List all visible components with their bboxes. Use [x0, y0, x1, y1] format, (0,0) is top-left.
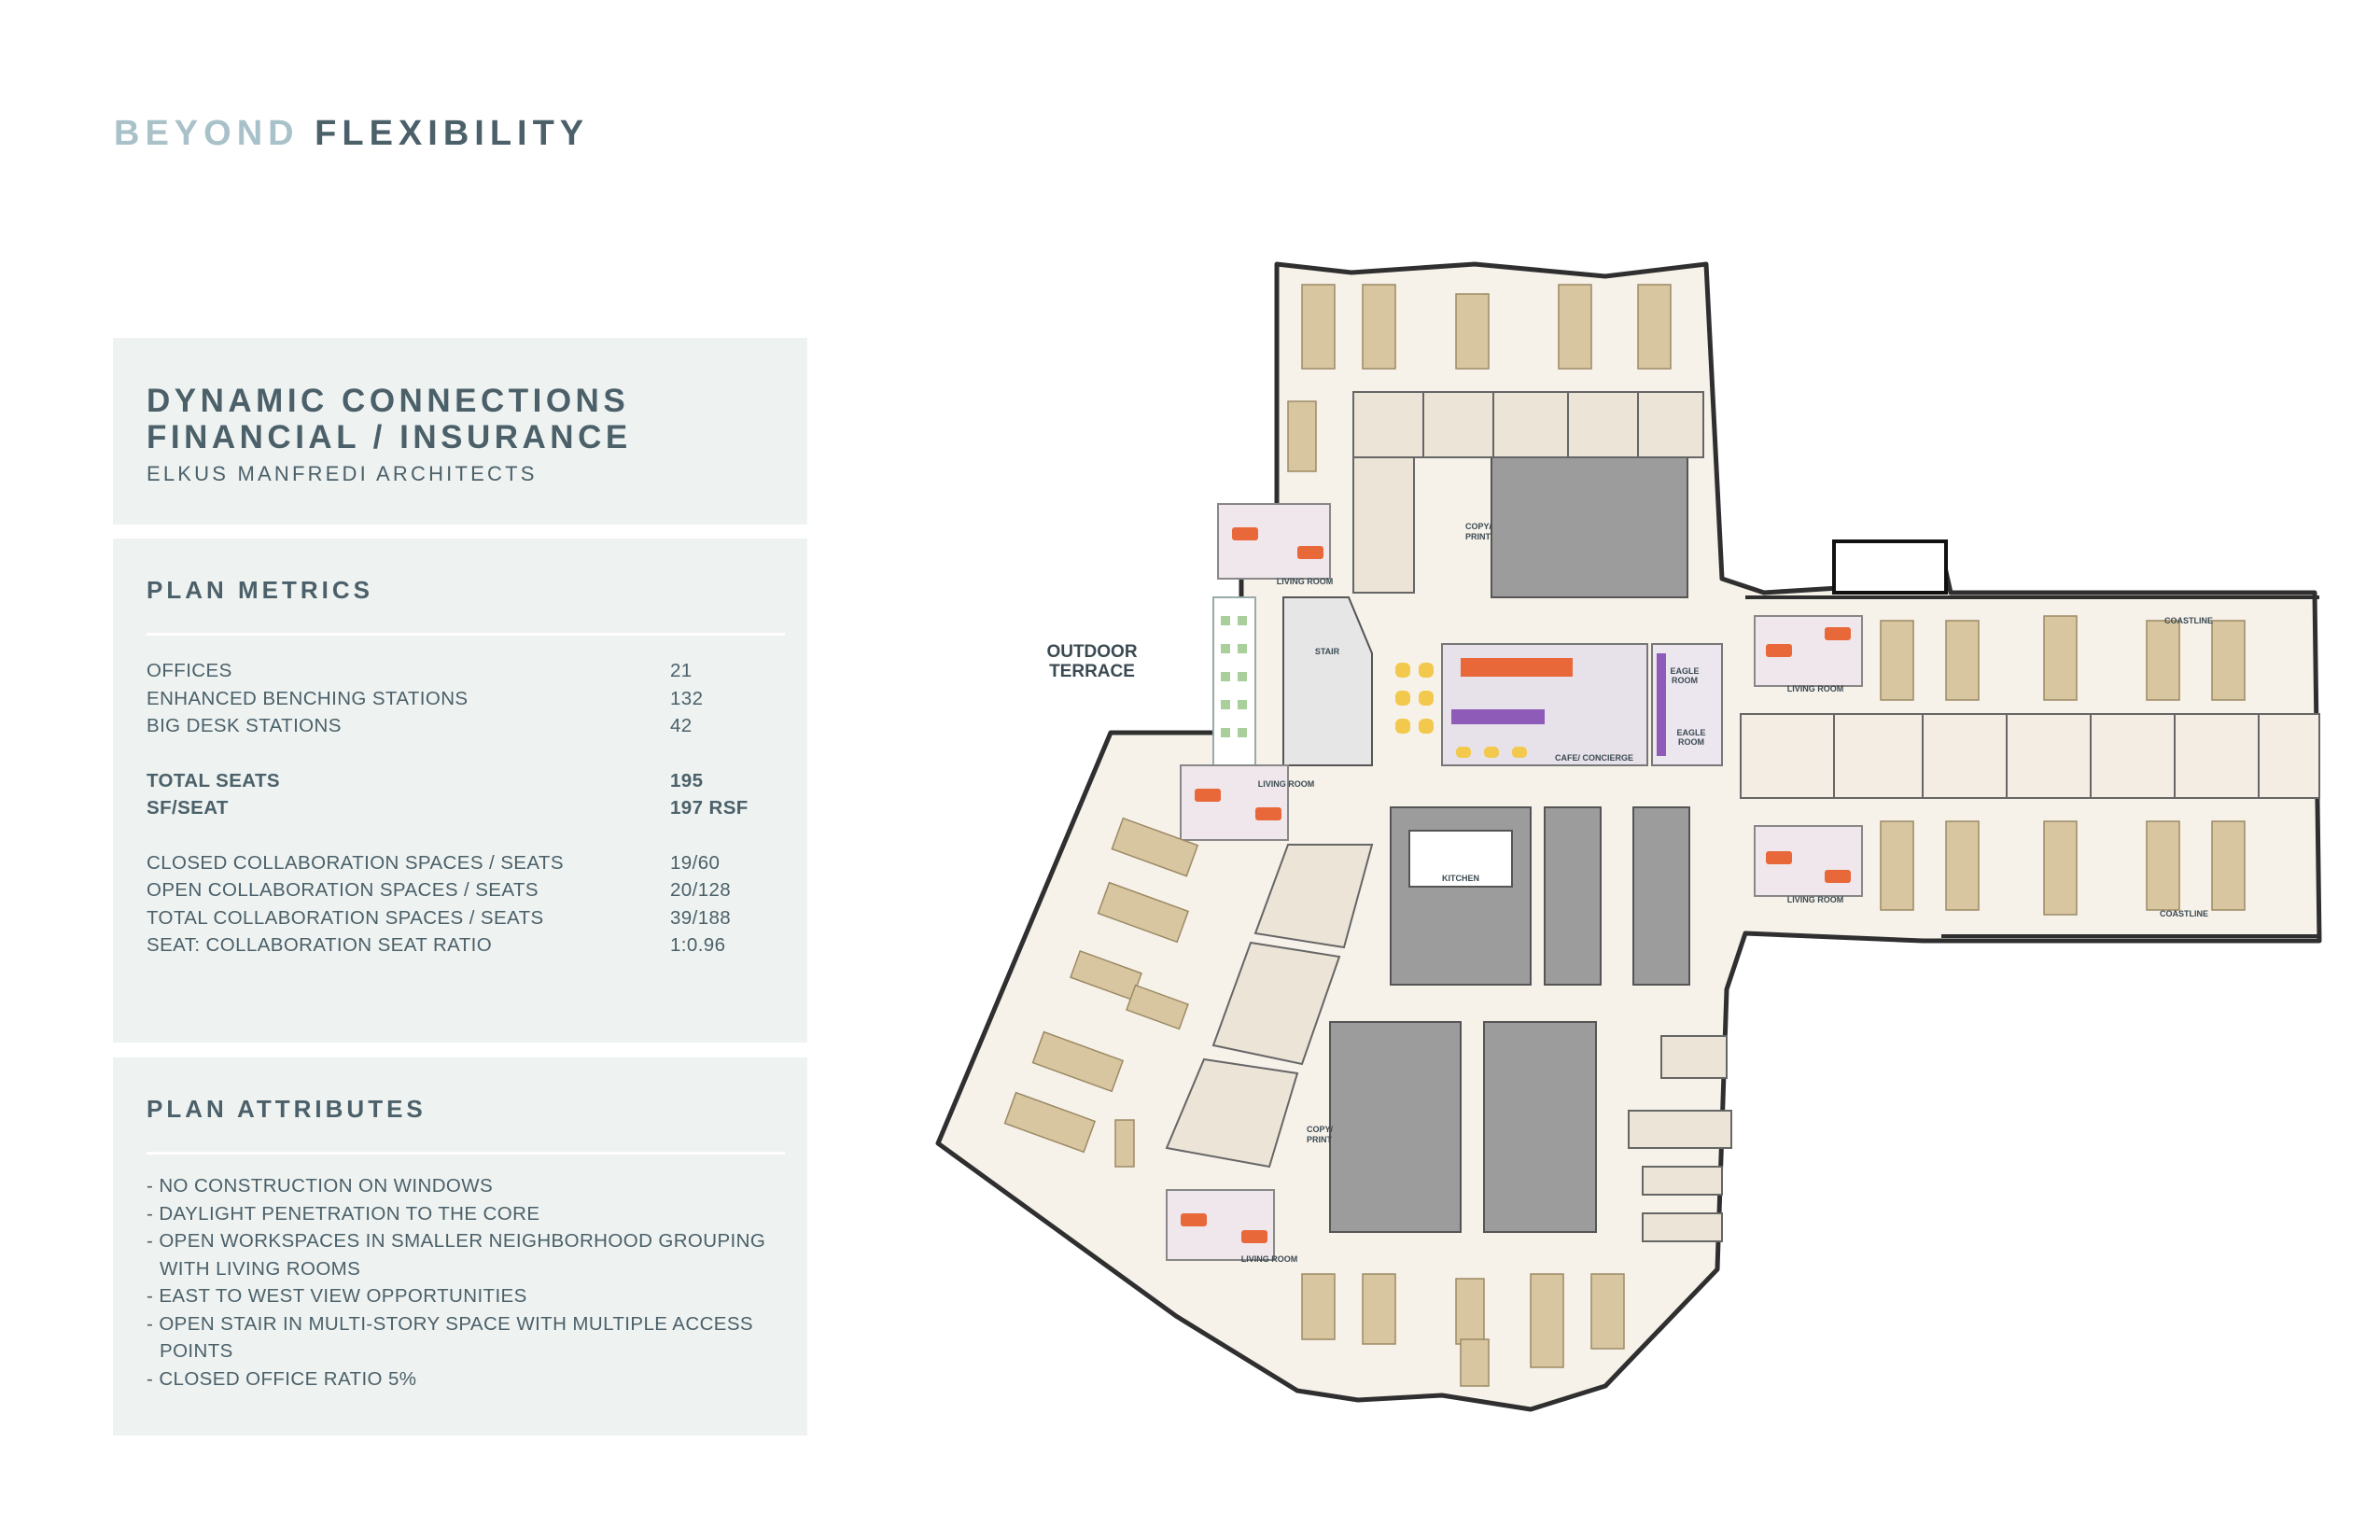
- east-stair-tower: [1832, 539, 1948, 595]
- metric-value: 1:0.96: [670, 934, 726, 956]
- living-room-sofas: [1181, 527, 1851, 1243]
- metric-row: TOTAL COLLABORATION SPACES / SEATS 39/188: [147, 907, 781, 935]
- plan-attributes-title: PLAN ATTRIBUTES: [147, 1095, 427, 1123]
- cafe-long-table: [1461, 658, 1573, 677]
- terrace-planters: [1221, 616, 1247, 737]
- architect-name: ELKUS MANFREDI ARCHITECTS: [147, 462, 538, 485]
- attribute-item: - EAST TO WEST VIEW OPPORTUNITIES: [147, 1285, 527, 1307]
- north-core: [1491, 452, 1688, 598]
- floor-plan-svg: OUTDOOR TERRACE LIVING ROOM LIVING ROOM …: [935, 261, 2322, 1412]
- metric-value: 39/188: [670, 906, 732, 929]
- metric-label: BIG DESK STATIONS: [147, 715, 342, 736]
- metric-label: OPEN COLLABORATION SPACES / SEATS: [147, 879, 539, 901]
- metric-label: SF/SEAT: [147, 797, 229, 819]
- kitchen-label: KITCHEN: [1442, 874, 1479, 883]
- living-room-label: LIVING ROOM: [1787, 895, 1844, 904]
- cafe-label: CAFE/ CONCIERGE: [1555, 753, 1633, 763]
- title-word-flexibility: FLEXIBILITY: [315, 114, 590, 153]
- attributes-list: - NO CONSTRUCTION ON WINDOWS - DAYLIGHT …: [147, 1172, 791, 1393]
- metric-label: SEAT: COLLABORATION SEAT RATIO: [147, 934, 493, 956]
- living-room-label: LIVING ROOM: [1277, 577, 1334, 586]
- southeast-offices: [1628, 1035, 1732, 1242]
- attribute-item: - DAYLIGHT PENETRATION TO THE CORE: [147, 1202, 540, 1225]
- north-offices: [1352, 391, 1704, 594]
- south-core-b: [1483, 1021, 1597, 1233]
- metric-row: OFFICES 21: [147, 660, 781, 688]
- east-offices: [1740, 713, 2320, 799]
- building-cores: [1329, 452, 1690, 1233]
- eagle-room-label: EAGLE: [1670, 666, 1699, 676]
- metric-value: 42: [670, 715, 693, 736]
- kitchen-room: [1408, 830, 1513, 888]
- outdoor-terrace-label: OUTDOOR: [1046, 642, 1137, 662]
- metric-row: BIG DESK STATIONS 42: [147, 715, 781, 743]
- outdoor-terrace-area: [1212, 596, 1256, 766]
- cafe-seating: [1395, 663, 1527, 758]
- eagle-room-accent: [1657, 653, 1666, 756]
- west-workstations: [1003, 817, 1199, 1168]
- copy-print-label: PRINT: [1307, 1135, 1333, 1144]
- project-sector: FINANCIAL / INSURANCE: [147, 419, 632, 455]
- eagle-room-label: ROOM: [1672, 676, 1698, 685]
- coastline-label: COASTLINE: [2160, 909, 2208, 918]
- floor-plan: OUTDOOR TERRACE LIVING ROOM LIVING ROOM …: [924, 252, 2324, 1428]
- plan-metrics-title: PLAN METRICS: [147, 576, 373, 604]
- metric-value: 20/128: [670, 879, 732, 901]
- living-room-label: LIVING ROOM: [1241, 1254, 1298, 1264]
- living-room-label: LIVING ROOM: [1258, 779, 1315, 789]
- metric-row-total: SF/SEAT 197 RSF: [147, 797, 781, 825]
- outdoor-terrace-label: TERRACE: [1049, 662, 1135, 681]
- copy-print-label: PRINT: [1465, 532, 1491, 541]
- stair-label: STAIR: [1315, 647, 1340, 656]
- attributes-divider: [147, 1152, 785, 1155]
- metric-value: 21: [670, 660, 693, 681]
- metric-row: CLOSED COLLABORATION SPACES / SEATS 19/60: [147, 852, 781, 880]
- east-office-partitions: [1833, 714, 2260, 798]
- metric-value: 19/60: [670, 851, 721, 874]
- plan-metrics-panel: PLAN METRICS OFFICES 21 ENHANCED BENCHING…: [113, 539, 807, 1043]
- stair: [1282, 596, 1373, 766]
- metric-row: ENHANCED BENCHING STATIONS 132: [147, 688, 781, 716]
- title-word-beyond: BEYOND: [114, 114, 300, 153]
- metric-row: SEAT: COLLABORATION SEAT RATIO 1:0.96: [147, 934, 781, 962]
- metrics-divider: [147, 633, 785, 636]
- eagle-room-label: ROOM: [1678, 737, 1704, 747]
- metric-label: TOTAL COLLABORATION SPACES / SEATS: [147, 906, 544, 929]
- eagle-room-label: EAGLE: [1676, 728, 1705, 737]
- copy-print-label: COPY/: [1465, 522, 1492, 531]
- attribute-item: - OPEN STAIR IN MULTI-STORY SPACE WITH M…: [147, 1312, 753, 1363]
- metric-value: 195: [670, 769, 704, 791]
- metric-label: TOTAL SEATS: [147, 769, 280, 791]
- metric-row-total: TOTAL SEATS 195: [147, 770, 781, 798]
- north-workstations: [1287, 284, 1672, 472]
- metric-value: 197 RSF: [670, 797, 749, 819]
- elevator-core-b: [1632, 806, 1690, 986]
- living-room-label: LIVING ROOM: [1787, 684, 1844, 693]
- metric-label: ENHANCED BENCHING STATIONS: [147, 687, 469, 709]
- attribute-item: - OPEN WORKSPACES IN SMALLER NEIGHBORHOO…: [147, 1230, 766, 1280]
- west-offices: [1165, 844, 1374, 1169]
- east-workstations: [1880, 615, 2246, 916]
- project-name: DYNAMIC CONNECTIONS: [147, 383, 630, 419]
- attribute-item: - NO CONSTRUCTION ON WINDOWS: [147, 1175, 494, 1197]
- elevator-core-a: [1544, 806, 1602, 986]
- page-title: BEYOND FLEXIBILITY: [114, 114, 589, 154]
- plan-attributes-panel: PLAN ATTRIBUTES - NO CONSTRUCTION ON WIN…: [113, 1057, 807, 1435]
- attribute-item: - CLOSED OFFICE RATIO 5%: [147, 1367, 417, 1390]
- living-rooms: [1166, 503, 1863, 1261]
- south-workstations: [1301, 1273, 1625, 1387]
- metric-label: OFFICES: [147, 660, 232, 681]
- metric-label: CLOSED COLLABORATION SPACES / SEATS: [147, 851, 564, 874]
- cafe-banquette: [1451, 709, 1545, 724]
- project-panel: DYNAMIC CONNECTIONS FINANCIAL / INSURANC…: [113, 338, 807, 525]
- metric-row: OPEN COLLABORATION SPACES / SEATS 20/128: [147, 879, 781, 907]
- copy-print-label: COPY/: [1307, 1125, 1334, 1134]
- south-core-a: [1329, 1021, 1462, 1233]
- coastline-label: COASTLINE: [2164, 616, 2213, 625]
- metric-value: 132: [670, 687, 704, 709]
